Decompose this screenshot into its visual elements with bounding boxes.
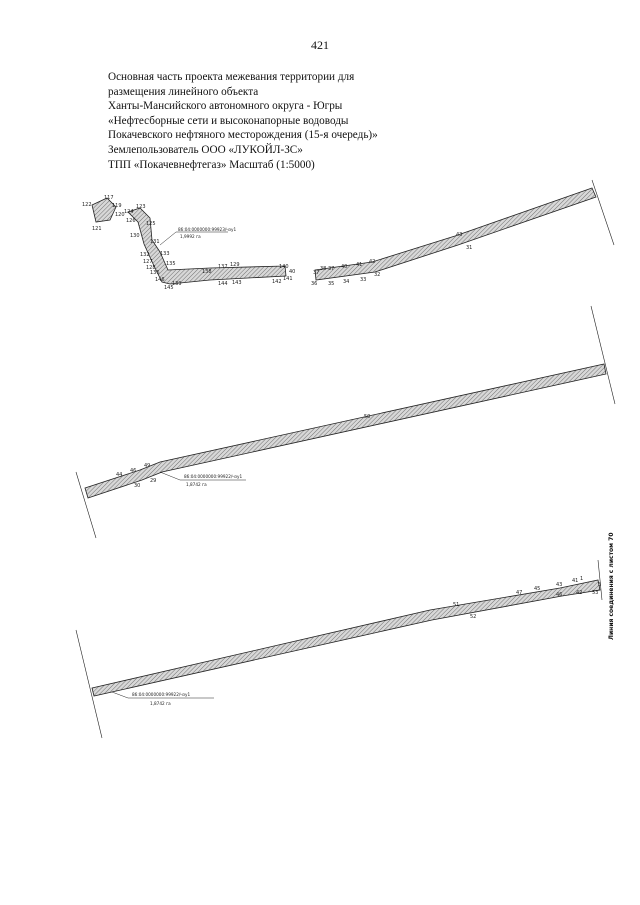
point-label: 46 [130,468,136,474]
point-label: 122 [82,202,92,208]
point-label: 125 [146,221,156,227]
leader-line [111,691,129,699]
point-label: 135 [166,261,176,267]
point-label: 131 [150,239,160,245]
point-label: 37 [313,270,319,276]
leader-line [159,231,177,246]
parcel-polygon [91,197,117,223]
point-label: 3 [598,582,601,588]
point-label: 34 [343,279,349,285]
corridor-upper-right: 37 38 37 40 41 42 36 35 34 33 32 43 31 [311,179,615,287]
point-label: 29 [150,478,156,484]
point-label: 46 [556,592,562,598]
point-label: 129 [230,262,240,268]
point-label: 130 [130,233,140,239]
point-label: 137 [218,264,228,270]
point-label: 136 [150,270,160,276]
area-label: 1,8742 га [186,482,207,487]
point-label: 117 [104,195,114,201]
point-label: 47 [516,590,522,596]
parcel-cluster-upper-left: 86:04:0000000:99923/чзу1 1,9992 га 117 1… [82,195,295,291]
cadastral-label: 86:04:0000000:99922/чзу1 [184,474,242,479]
header-line: «Нефтесборные сети и высоконапорные водо… [108,114,349,127]
sheet-boundary [597,559,603,601]
sheet-boundary [590,305,616,405]
boundary-note: Линия соединения с листом 70 [608,532,615,640]
sheet-boundary [75,471,97,539]
point-label: 51 [453,602,459,608]
point-label: 44 [116,472,122,478]
point-label: 141 [283,276,293,282]
leader-line [159,471,181,481]
point-label: 145 [164,285,174,291]
header-line: Ханты-Мансийского автономного округа - Ю… [108,100,343,113]
point-label: 120 [115,212,125,218]
point-label: 40 [341,264,347,270]
point-label: 45 [534,586,540,592]
point-label: 119 [112,203,122,209]
point-label: 43 [456,232,462,238]
cadastral-label: 86:04:0000000:99923/чзу1 [178,227,236,232]
point-label: 37 [328,266,334,272]
point-label: 138 [202,269,212,275]
point-label: 33 [360,277,366,283]
header-line: Землепользователь ООО «ЛУКОЙЛ-ЗС» [108,143,303,156]
header-line: Покачевского нефтяного месторождения (15… [108,129,378,142]
point-label: 38 [320,266,326,272]
point-label: 36 [311,281,317,287]
page-number: 421 [311,38,329,52]
point-label: 41 [356,262,362,268]
point-label: 42 [369,259,375,265]
point-label: 1 [580,576,583,582]
point-label: 35 [328,281,334,287]
point-label: 127 [143,259,153,265]
point-label: 140 [279,264,289,270]
sheet-boundary [591,179,615,246]
point-label: 132 [140,252,150,258]
corridor-middle: 86:04:0000000:99922/чзу1 1,8742 га 44 46… [75,305,616,539]
point-label: 50 [364,414,370,420]
point-label: 124 [124,209,134,215]
corridor-lower: 86:04:0000000:99922/чзу1 1,8742 га 51 52… [75,532,615,739]
cadastral-label: 86:04:0000000:99922/чзу1 [132,692,190,697]
point-label: 30 [134,483,140,489]
point-label: 133 [160,251,170,257]
point-label: 41 [572,578,578,584]
corridor-segment [127,207,287,285]
document-header: Основная часть проекта межевания террито… [108,70,438,172]
point-label: 31 [466,245,472,251]
point-label: 126 [126,218,136,224]
point-label: 40 [289,269,295,275]
point-label: 43 [556,582,562,588]
point-label: 123 [136,204,146,210]
point-label: 144 [218,281,228,287]
point-label: 42 [576,590,582,596]
header-line: ТПП «Покачевнефтегаз» Масштаб (1:5000) [108,158,315,171]
area-label: 1,9992 га [180,234,201,239]
header-line: размещения линейного объекта [108,85,259,98]
corridor-segment [314,187,597,281]
header-line: Основная часть проекта межевания террито… [108,71,355,83]
point-label: 53 [592,590,598,596]
point-label: 52 [470,614,476,620]
point-label: 143 [232,280,242,286]
point-label: 32 [374,272,380,278]
area-label: 1,8742 га [150,701,171,706]
point-label: 139 [172,281,182,287]
point-label: 128 [146,265,156,271]
corridor-segment [91,579,601,697]
point-label: 142 [272,279,282,285]
point-label: 146 [155,277,165,283]
point-label: 121 [92,226,102,232]
sheet-boundary [75,629,103,739]
corridor-segment [84,363,607,499]
point-label: 49 [144,463,150,469]
